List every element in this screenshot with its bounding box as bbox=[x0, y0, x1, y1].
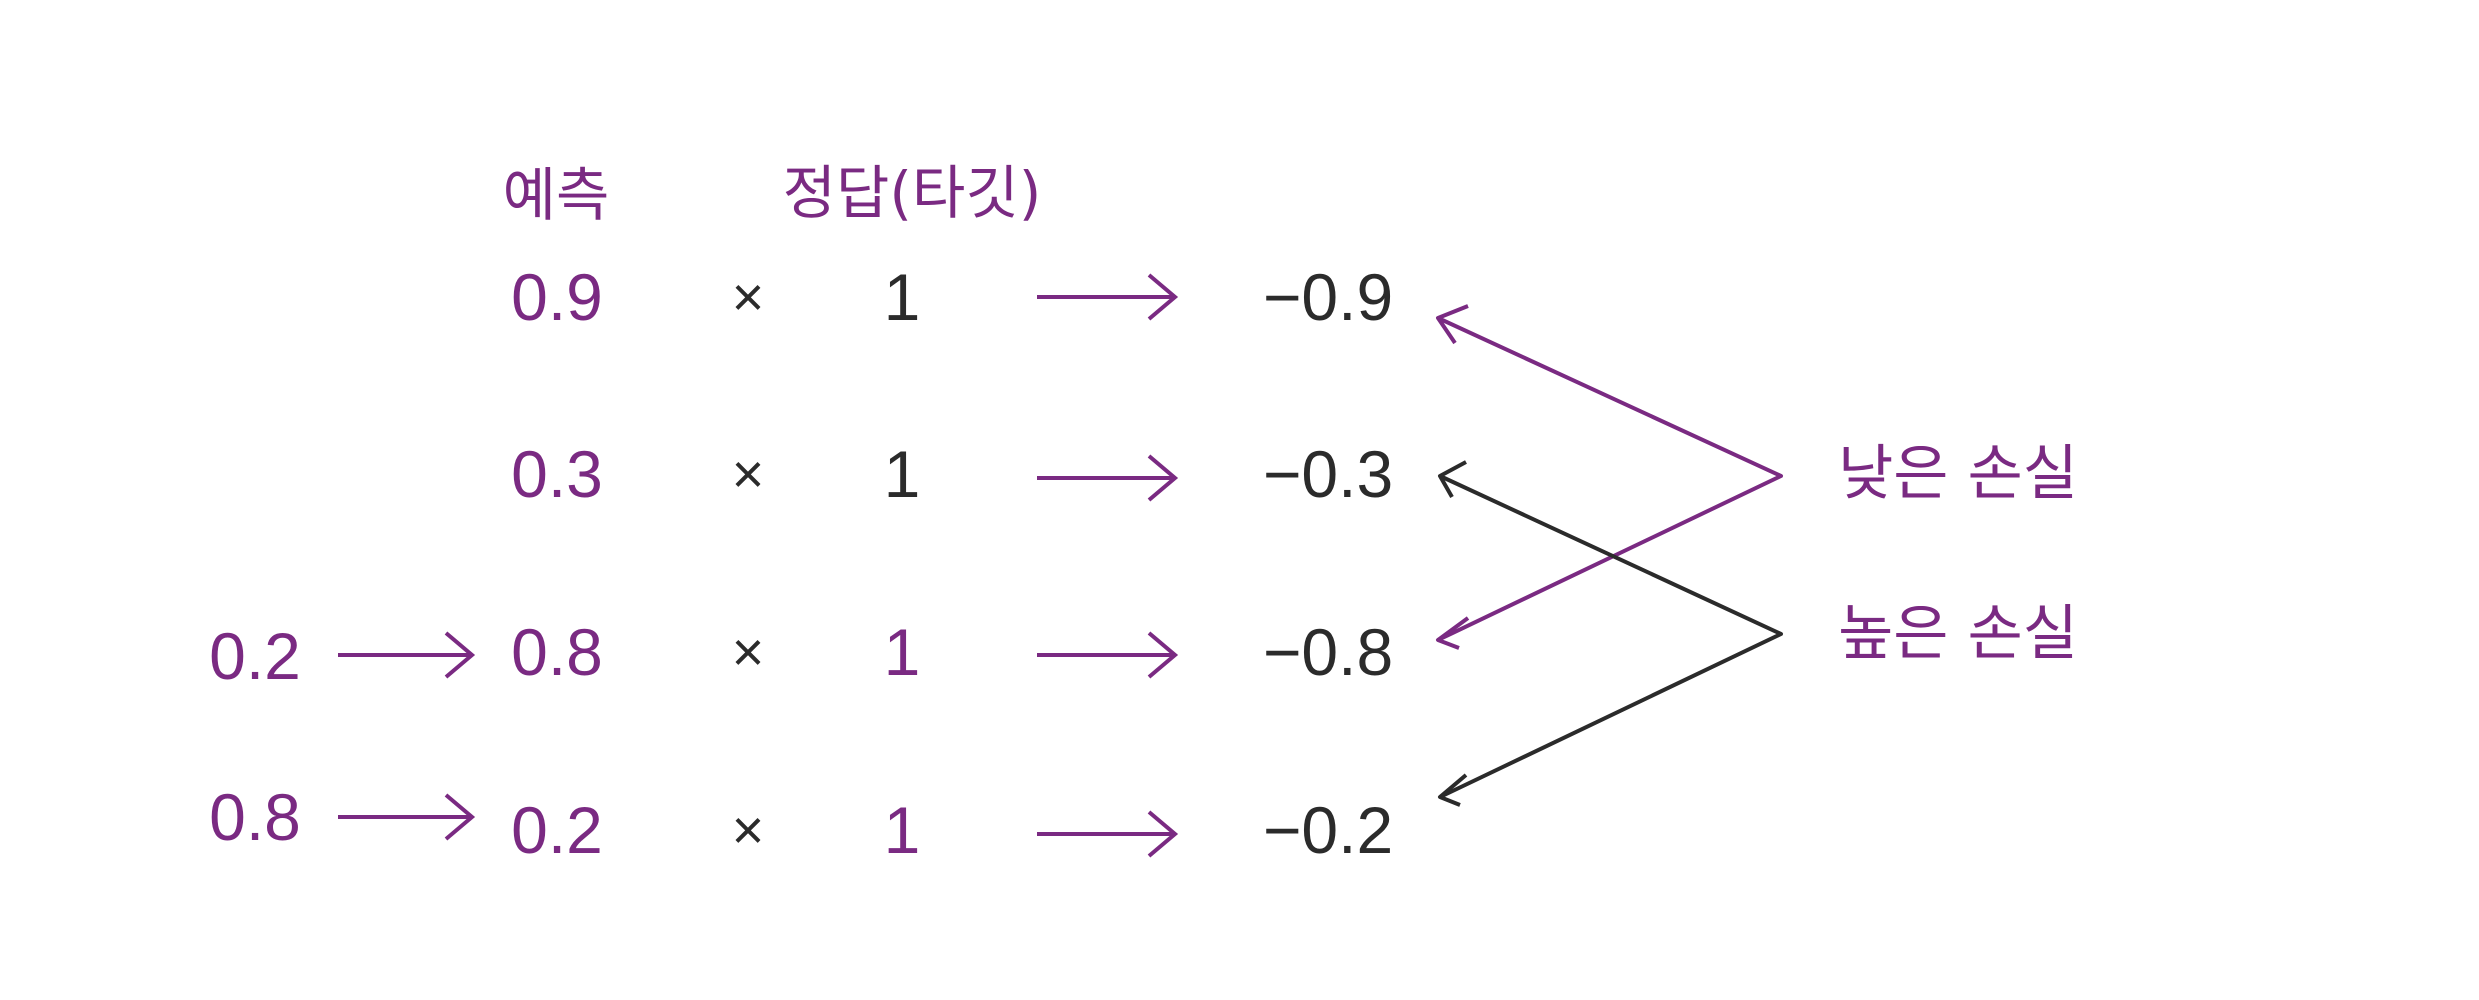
result-arrow-row-1 bbox=[1037, 273, 1179, 321]
result-arrow-row-2 bbox=[1037, 454, 1179, 502]
result-value-row-4: −0.2 bbox=[1262, 793, 1394, 867]
multiply-sign-row-3: × bbox=[731, 620, 765, 683]
prediction-value-row-1: 0.9 bbox=[511, 260, 603, 334]
input-arrow-row-3 bbox=[338, 631, 476, 679]
result-value-row-3: −0.8 bbox=[1262, 615, 1394, 689]
target-value-row-1: 1 bbox=[883, 260, 921, 334]
multiply-sign-row-2: × bbox=[731, 442, 765, 505]
result-value-row-1: −0.9 bbox=[1262, 260, 1394, 334]
result-arrow-row-3 bbox=[1037, 631, 1179, 679]
multiply-sign-row-4: × bbox=[731, 798, 765, 861]
target-value-row-2: 1 bbox=[883, 437, 921, 511]
target-value-row-4: 1 bbox=[883, 793, 921, 867]
prediction-value-row-4: 0.2 bbox=[511, 793, 603, 867]
result-value-row-2: −0.3 bbox=[1262, 437, 1394, 511]
prediction-value-row-3: 0.8 bbox=[511, 615, 603, 689]
low-loss-label: 낮은 손실 bbox=[1838, 439, 2078, 509]
target-value-row-3: 1 bbox=[883, 615, 921, 689]
target-header: 정답(타깃) bbox=[782, 159, 1042, 227]
prediction-header: 예측 bbox=[502, 161, 610, 229]
prediction-value-row-2: 0.3 bbox=[511, 437, 603, 511]
high-loss-connector bbox=[1438, 460, 1783, 807]
input-value-row-4: 0.8 bbox=[209, 780, 301, 854]
multiply-sign-row-1: × bbox=[731, 265, 765, 328]
input-value-row-3: 0.2 bbox=[209, 619, 301, 693]
result-arrow-row-4 bbox=[1037, 810, 1179, 858]
low-loss-connector bbox=[1436, 304, 1783, 650]
input-arrow-row-4 bbox=[338, 793, 476, 841]
high-loss-label: 높은 손실 bbox=[1838, 599, 2078, 669]
